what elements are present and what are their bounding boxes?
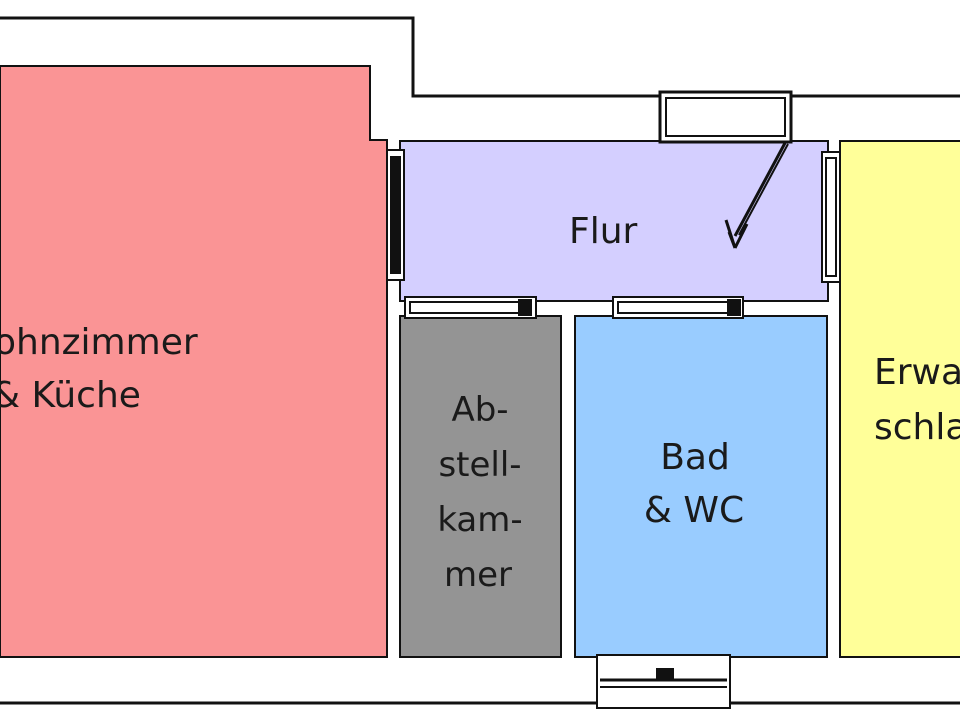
room-wohnzimmer[interactable] [0, 65, 388, 658]
window-bad [596, 654, 731, 709]
label-wohnzimmer-line1: ohnzimmer [0, 322, 198, 363]
door-flur-schlafzimmer [821, 151, 841, 283]
label-wohnzimmer-line2: & Küche [0, 375, 141, 416]
label-bad-line1: Bad [660, 437, 730, 478]
door-flur-abstellkammer [404, 296, 537, 319]
label-bad-line2: & WC [644, 490, 744, 531]
room-schlafzimmer[interactable] [839, 140, 960, 658]
room-flur[interactable] [399, 140, 829, 302]
label-abstellkammer-line3: kam- [437, 500, 522, 540]
entrance-door [658, 90, 793, 144]
label-flur: Flur [569, 211, 638, 252]
room-abstellkammer[interactable] [399, 315, 562, 658]
label-abstellkammer-line1: Ab- [451, 390, 508, 430]
door-wohnzimmer-flur [386, 149, 405, 281]
room-bad[interactable] [574, 315, 828, 658]
label-abstellkammer-line2: stell- [438, 445, 521, 485]
label-abstellkammer-line4: mer [444, 555, 512, 595]
door-flur-bad [612, 296, 744, 319]
label-schlafzimmer-line2: schla [874, 407, 960, 448]
entrance-arrow-icon [724, 142, 789, 249]
label-schlafzimmer-line1: Erwa [874, 352, 960, 393]
